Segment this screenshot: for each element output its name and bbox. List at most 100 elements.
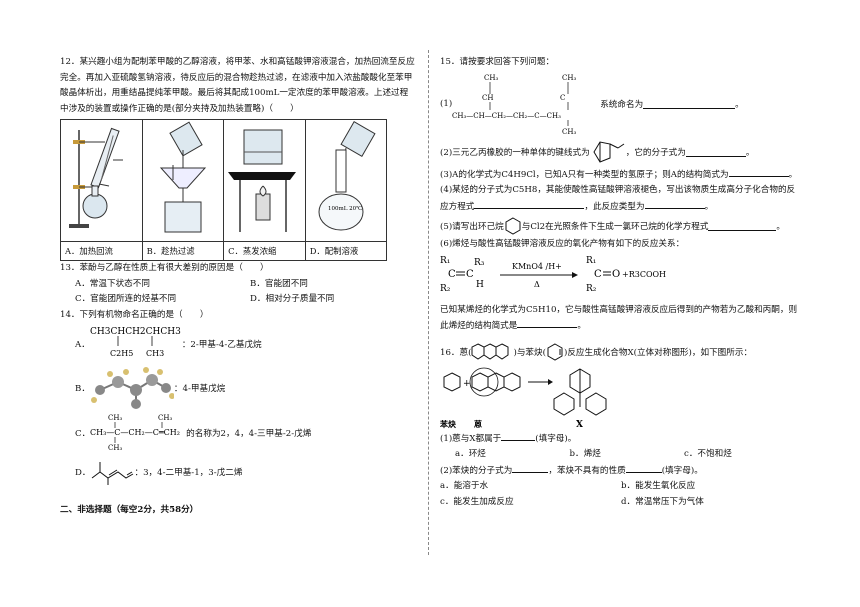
reflux-apparatus-image: [60, 119, 143, 242]
q15-p4-equation-blank[interactable]: [474, 199, 585, 209]
q15-p1-text: 系统命名为: [600, 99, 644, 110]
option-a: A．加热回流: [60, 241, 143, 261]
q15-p6-after1: 已知某烯烃的化学式为C5H10，它与酸性高锰酸钾溶液反应后得到的产物若为乙酸和丙…: [440, 304, 798, 315]
svg-text:C: C: [560, 94, 565, 102]
q16-p1-options: a．环烃 b．烯烃 c．不饱和烃: [440, 447, 802, 463]
question-16: 16．蒽( )与苯炔( )反应生成化合物X(立体对称图形)，如下图所示： +: [439, 341, 802, 511]
svg-text:CH₃: CH₃: [108, 444, 122, 452]
q15-part1: (1) CH₃ CH₃ CH C CH₃—CH—CH₂—CH₂—C—CH₃ CH…: [440, 73, 744, 136]
section-2-heading: 二、非选择题（每空2分，共58分）: [60, 505, 199, 515]
q16-part1: (1)蒽与X都属于(填字母)。: [440, 431, 802, 448]
benzyne-icon: [547, 342, 563, 361]
evaporation-image: [223, 119, 306, 242]
q14-a-sub1: C2H5: [110, 349, 133, 358]
q14-b-name: ：4-甲基戊烷: [173, 384, 226, 394]
q13-stem: 13．苯酚与乙醇在性质上有很大差别的原因是（ ）: [60, 263, 269, 273]
q16-p1-option-b: b．烯烃: [569, 449, 601, 459]
q15-p5-mid: 与Cl2在光照条件下生成一氯环己烷的化学方程式: [521, 222, 709, 232]
q16-p2-formula-blank[interactable]: [512, 463, 549, 473]
q14-option-b: B． ：4-甲基戊烷: [60, 365, 425, 411]
q14-b-label: B．: [75, 384, 90, 394]
volumetric-flask-image: 100mL 20℃: [304, 119, 388, 242]
q14-stem: 14．下列有机物命名正确的是（ ）: [60, 309, 209, 320]
reaction-reagent: KMnO4 /H+: [512, 262, 562, 271]
q12-line1: 12．某兴趣小组为配制苯甲酸的乙醇溶液，将甲苯、水和高锰酸钾溶液混合，加热回流至…: [60, 57, 415, 67]
flask-label: 100mL 20℃: [328, 205, 362, 212]
q15-part5: (5)请写出环己烷 与Cl2在光照条件下生成一氯环己烷的化学方程式 。: [440, 215, 802, 237]
q15-p6-after2: 此烯烃的结构简式是。: [440, 318, 802, 335]
q16-stem-c: )反应生成化合物X(立体对称图形)，如下图所示：: [563, 347, 753, 358]
label-anthracene: 蒽: [474, 419, 482, 429]
q15-p5-blank[interactable]: [708, 221, 777, 231]
q16-p2-option-d: d．常温常压下为气体: [621, 496, 704, 507]
question-14: 14．下列有机物命名正确的是（ ） A． CH3CHCH2CHCH3 C2H5 …: [60, 308, 425, 490]
q14-a-name: ：2-甲基-4-乙基戊烷: [181, 340, 262, 350]
cyclohexane-icon: [505, 217, 521, 235]
q15-p2-blank[interactable]: [685, 147, 746, 157]
q15-stem: 15．请按要求回答下列问题：: [440, 57, 555, 67]
oxidation-reaction-diagram: R₁ C C R₂ R₃ H KMnO4 /H+ Δ R₁ C O R₂ +R3…: [440, 256, 666, 294]
q13-options-row2: C．官能团所连的烃基不同 D．相对分子质量不同: [60, 292, 425, 308]
q12-line3: 酸晶体析出，用重结晶提纯苯甲酸。最后将其配成100mL一定浓度的苯甲酸溶液。上述…: [60, 88, 409, 98]
q14-d-name: ：3，4-二甲基-1，3-戊二烯: [134, 468, 243, 478]
q16-p1-option-c: c．不饱和烃: [684, 449, 732, 459]
option-b: B．趁热过滤: [141, 241, 225, 261]
svg-text:CH₃: CH₃: [108, 414, 122, 422]
q15-part6: (6)烯烃与酸性高锰酸钾溶液反应的氧化产物有如下的反应关系：: [440, 239, 685, 249]
q16-p2-options-row1: a．能溶于水 b．能发生氧化反应: [440, 479, 802, 495]
benzyne-anthracene-reaction: + 苯炔 蒽 X: [439, 367, 607, 430]
q16-p2-option-b: b．能发生氧化反应: [621, 481, 696, 491]
svg-text:CH₃—C—CH₂—C═CH₂: CH₃—C—CH₂—C═CH₂: [90, 428, 180, 437]
q16-p1-option-a: a．环烃: [455, 449, 486, 459]
svg-text:CH: CH: [482, 94, 493, 102]
question-15: 15．请按要求回答下列问题： (1) CH₃ CH₃ CH C CH₃—CH—C…: [440, 55, 802, 335]
option-d: D．配制溶液: [304, 241, 388, 261]
q16-p2-option-a: a．能溶于水: [440, 481, 489, 491]
q15-p2-text: (2)三元乙丙橡胶的一种单体的键线式为: [440, 147, 590, 158]
q15-p3-blank[interactable]: [728, 167, 789, 177]
svg-text:O: O: [612, 269, 620, 280]
q15-p6-blank[interactable]: [517, 318, 578, 328]
reaction-product-tail: +R3COOH: [622, 270, 666, 279]
svg-text:C: C: [594, 269, 602, 280]
option-c: C．蒸发浓缩: [223, 241, 306, 261]
q15-part4-line2: 应方程式，此反应类型为。: [440, 199, 802, 216]
q13-option-b: B．官能团不同: [250, 278, 308, 289]
q16-p2-tail: (填字母)。: [661, 465, 703, 476]
svg-text:R₁: R₁: [440, 256, 450, 266]
q13-option-a: A．常温下状态不同: [75, 278, 150, 289]
question-13: 13．苯酚与乙醇在性质上有很大差别的原因是（ ） A．常温下状态不同 B．官能团…: [60, 261, 425, 308]
q15-p4-line2-label: 应方程式: [440, 201, 475, 212]
q15-p1-blank[interactable]: [643, 99, 736, 109]
q16-p1-text: (1)蒽与X都属于: [440, 433, 502, 444]
q16-part2: (2)苯炔的分子式为，苯炔不具有的性质(填字母)。: [440, 463, 802, 480]
svg-text:CH₃—CH—CH₂—CH₂—C—CH₃: CH₃—CH—CH₂—CH₂—C—CH₃: [452, 112, 561, 120]
q12-line2: 完全。再加入亚硫酸氢钠溶液，待反应后的混合物趁热过滤，在滤液中加入浓盐酸酸化至苯…: [60, 72, 413, 83]
q16-p2-property-blank[interactable]: [625, 463, 662, 473]
q16-p2-text: (2)苯炔的分子式为: [440, 465, 513, 476]
q14-c-name: 的名称为2，4，4-三甲基-2-戊烯: [186, 429, 312, 439]
svg-text:R₂: R₂: [586, 284, 597, 294]
question-12: 12．某兴趣小组为配制苯甲酸的乙醇溶液，将甲苯、水和高锰酸钾溶液混合，加热回流至…: [60, 55, 425, 261]
q15-part3: (3)A的化学式为C4H9Cl，已知A只有一种类型的氢原子；则A的结构简式为。: [440, 167, 802, 184]
q16-p1-blank[interactable]: [501, 431, 536, 441]
q14-d-label: D．: [75, 468, 91, 478]
q14-a-label: A．: [75, 340, 90, 350]
q12-line4: 中涉及的装置或操作正确的是(部分夹持及加热装置略)（ ）: [60, 103, 299, 114]
q14-c-structure: CH₃—C—CH₂—C═CH₂ CH₃ CH₃ CH₃: [90, 414, 180, 452]
q16-p2-option-c: c．能发生加成反应: [440, 496, 514, 507]
q15-p1-structure: CH₃ CH₃ CH C CH₃—CH—CH₂—CH₂—C—CH₃ CH₃: [452, 74, 576, 136]
q15-p2-tail: ，它的分子式为: [625, 147, 686, 158]
svg-text:R₃: R₃: [474, 258, 485, 268]
q15-p4-tail: ，此反应类型为: [584, 201, 645, 212]
svg-text:R₁: R₁: [586, 256, 596, 266]
q15-p5-text: (5)请写出环己烷: [440, 222, 504, 232]
svg-text:CH₃: CH₃: [562, 74, 576, 82]
q15-p1-label: (1): [440, 98, 453, 109]
q14-d-skeletal: [92, 462, 134, 485]
q14-option-c: C． CH₃—C—CH₂—C═CH₂ CH₃ CH₃ CH₃ 的名称为2，4，4…: [60, 411, 425, 455]
svg-text:CH₃: CH₃: [158, 414, 172, 422]
q15-p4-type-blank[interactable]: [644, 199, 705, 209]
apparatus-table: 100mL 20℃ A．加热回流 B．趁热过滤 C．蒸发浓缩 D．配制溶液: [60, 119, 388, 261]
q16-stem: 16．蒽( )与苯炔( )反应生成化合物X(立体对称图形)，如下图所示：: [440, 341, 802, 363]
